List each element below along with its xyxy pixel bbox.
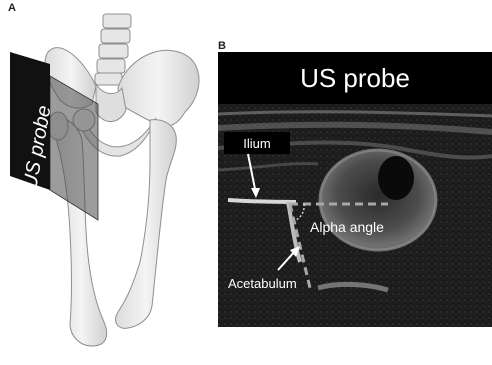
ossification-nucleus [378,156,414,200]
sacrum [96,84,126,122]
ilium-echo [228,200,296,202]
ilium-label: Ilium [243,136,270,151]
right-ilium [118,50,199,126]
ultrasound-image: US probe Ilium Alpha angle Acetabulum [218,52,492,327]
panel-b-label: B [218,40,226,52]
alpha-angle-label: Alpha angle [310,219,384,235]
acetabulum-label: Acetabulum [228,276,297,291]
pelvis-femur-illustration: US probe [0,0,215,365]
us-probe-header: US probe [300,63,410,93]
